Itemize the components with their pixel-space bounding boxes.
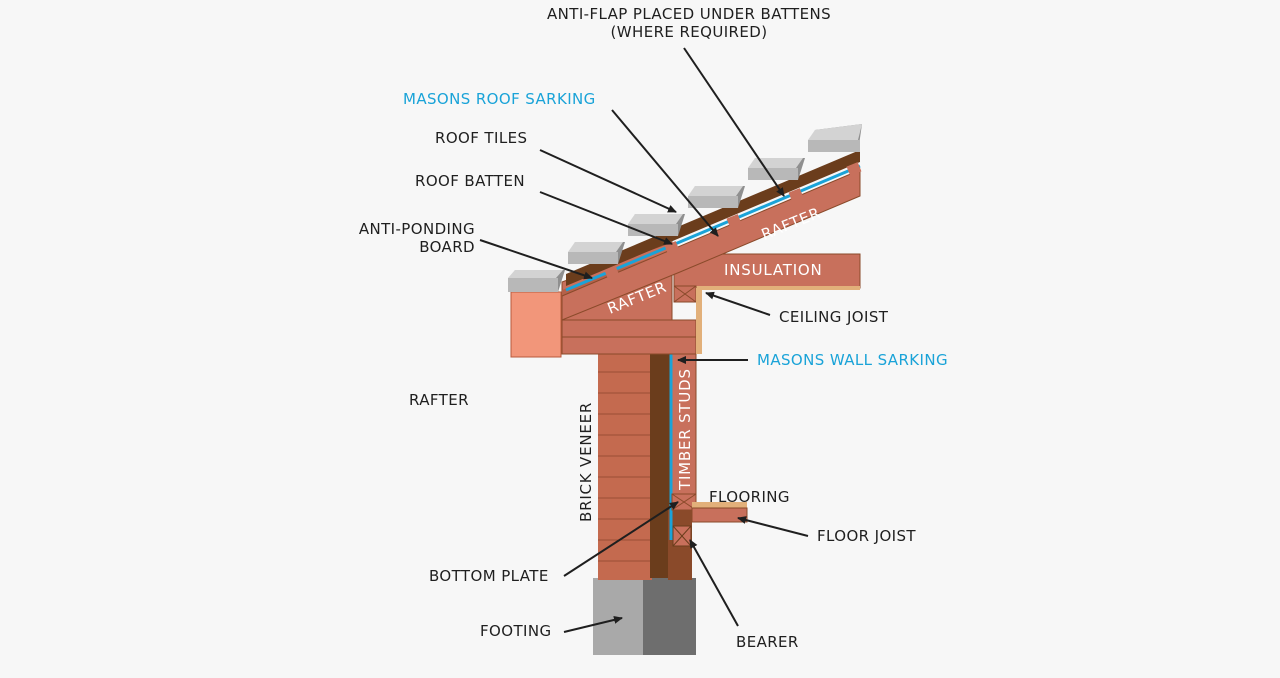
leader-lines xyxy=(479,47,809,633)
leader-roof-batten xyxy=(539,191,673,245)
label-flooring: FLOORING xyxy=(709,488,790,506)
label-bottom-plate: BOTTOM PLATE xyxy=(429,567,549,585)
label-rafter: RAFTER xyxy=(409,391,469,409)
ceiling-lining xyxy=(696,288,702,354)
label-anti-ponding-board: ANTI-PONDING BOARD xyxy=(320,220,475,256)
roof-tiles xyxy=(508,124,862,292)
label-floor-joist: FLOOR JOIST xyxy=(817,527,916,545)
label-anti-flap-line2: (WHERE REQUIRED) xyxy=(610,23,768,41)
floor-joist xyxy=(691,502,748,523)
wall-cavity xyxy=(650,352,672,578)
label-ceiling-joist: CEILING JOIST xyxy=(779,308,889,326)
label-anti-flap-line1: ANTI-FLAP PLACED UNDER BATTENS xyxy=(547,5,831,23)
label-roof-tiles: ROOF TILES xyxy=(435,129,528,147)
ceiling-joist xyxy=(673,285,697,303)
fascia-board xyxy=(510,291,562,358)
brick-veneer-text: BRICK VENEER xyxy=(577,402,595,522)
leader-anti-flap xyxy=(683,47,785,197)
leader-bearer xyxy=(689,539,739,627)
leader-anti-ponding xyxy=(479,239,593,280)
label-footing: FOOTING xyxy=(480,622,552,640)
label-roof-batten: ROOF BATTEN xyxy=(415,172,525,190)
wall-top-plate xyxy=(561,319,697,355)
label-anti-flap: ANTI-FLAP PLACED UNDER BATTENS (WHERE RE… xyxy=(480,5,898,41)
label-masons-wall-sarking: MASONS WALL SARKING xyxy=(757,351,948,369)
insulation-text: INSULATION xyxy=(724,261,823,279)
timber-studs-text: TIMBER STUDS xyxy=(676,368,694,491)
leader-footing xyxy=(563,615,623,633)
label-bearer: BEARER xyxy=(736,633,799,651)
label-masons-roof-sarking: MASONS ROOF SARKING xyxy=(403,90,596,108)
leader-roof-sarking xyxy=(611,109,719,237)
leader-roof-tiles xyxy=(539,149,677,213)
leader-floor-joist xyxy=(737,516,809,537)
upper-rafter xyxy=(561,169,861,321)
label-anti-ponding-line1: ANTI-PONDING xyxy=(358,220,475,238)
footing-block xyxy=(593,578,696,655)
battens-layer xyxy=(566,150,862,286)
label-anti-ponding-line2: BOARD xyxy=(419,238,475,256)
brick-veneer-wall xyxy=(598,352,652,580)
leader-ceiling-joist xyxy=(705,291,771,316)
leader-bottom-plate xyxy=(563,501,679,577)
